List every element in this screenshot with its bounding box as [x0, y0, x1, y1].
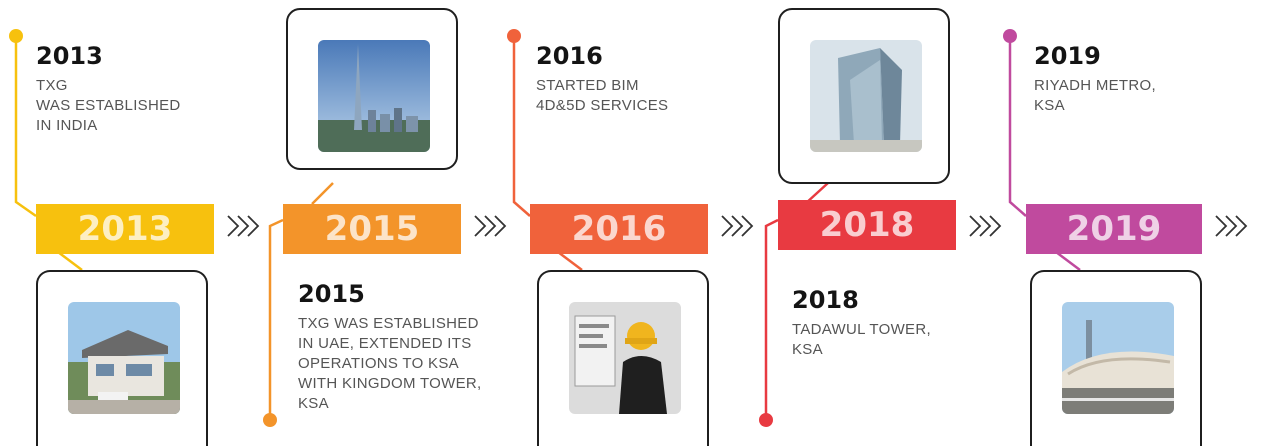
- milestone-description: TXG WAS ESTABLISHED IN INDIA: [36, 77, 181, 134]
- year-band-label: 2013: [77, 209, 173, 249]
- milestone-2019: 2019 RIYADH METRO, KSA: [1034, 42, 1254, 116]
- year-band-2018: 2018: [778, 200, 956, 250]
- milestone-year: 2019: [1034, 42, 1101, 70]
- house-photo: [68, 302, 180, 414]
- milestone-2018: 2018 TADAWUL TOWER, KSA: [792, 286, 1012, 360]
- year-band-2019: 2019: [1026, 204, 1202, 254]
- year-band-2016: 2016: [530, 204, 708, 254]
- kingdom-tower-photo: [318, 40, 430, 152]
- milestone-description: TXG WAS ESTABLISHED IN UAE, EXTENDED ITS…: [298, 315, 482, 412]
- dot-2015: [263, 413, 277, 427]
- connector-2019: [1008, 36, 1081, 271]
- milestone-year: 2015: [298, 280, 365, 308]
- image-card-2013: [36, 270, 208, 446]
- year-band-2015: 2015: [283, 204, 461, 254]
- chevron-arrow-icon: [721, 215, 754, 237]
- milestone-description: TADAWUL TOWER, KSA: [792, 321, 931, 358]
- dot-2016: [507, 29, 521, 43]
- milestone-description: RIYADH METRO, KSA: [1034, 77, 1156, 114]
- chevron-arrow-icon: [474, 215, 507, 237]
- chevron-arrow-icon: [227, 215, 260, 237]
- milestone-2013: 2013 TXG WAS ESTABLISHED IN INDIA: [36, 42, 266, 136]
- connector-2016: [512, 36, 583, 271]
- chevron-arrow-icon: [969, 215, 1002, 237]
- dot-2013: [9, 29, 23, 43]
- connector-2013: [14, 36, 83, 271]
- riyadh-metro-photo: [1062, 302, 1174, 414]
- year-band-label: 2018: [819, 205, 915, 245]
- tadawul-tower-photo: [810, 40, 922, 152]
- year-band-label: 2016: [571, 209, 667, 249]
- year-band-2013: 2013: [36, 204, 214, 254]
- milestone-2015: 2015 TXG WAS ESTABLISHED IN UAE, EXTENDE…: [298, 280, 538, 414]
- image-card-2019: [1030, 270, 1202, 446]
- image-card-2018: [778, 8, 950, 184]
- year-band-label: 2015: [324, 209, 420, 249]
- milestone-year: 2013: [36, 42, 103, 70]
- dot-2019: [1003, 29, 1017, 43]
- connector-2015: [268, 182, 334, 420]
- image-card-2015: [286, 8, 458, 170]
- bim-engineer-photo: [569, 302, 681, 414]
- milestone-description: STARTED BIM 4D&5D SERVICES: [536, 77, 669, 114]
- dot-2018: [759, 413, 773, 427]
- milestone-2016: 2016 STARTED BIM 4D&5D SERVICES: [536, 42, 766, 116]
- image-card-2016: [537, 270, 709, 446]
- chevron-arrow-icon: [1215, 215, 1248, 237]
- milestone-year: 2018: [792, 286, 859, 314]
- milestone-year: 2016: [536, 42, 603, 70]
- year-band-label: 2019: [1066, 209, 1162, 249]
